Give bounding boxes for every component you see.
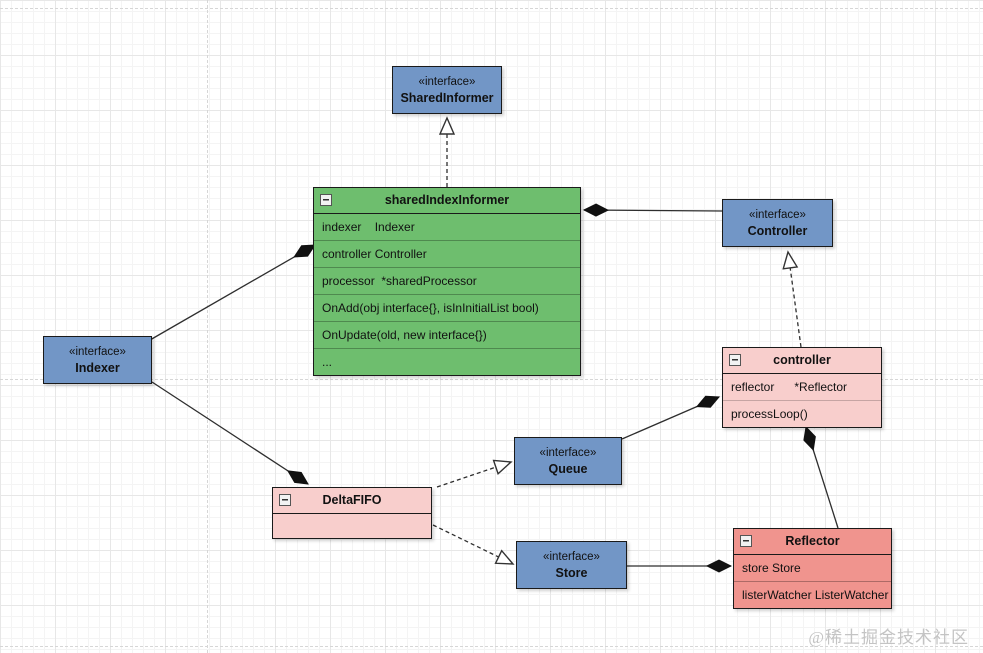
- class-header: controller: [723, 348, 881, 374]
- class-row: OnUpdate(old, new interface{}): [314, 322, 580, 349]
- class-row: store Store: [734, 555, 891, 582]
- class-header: DeltaFIFO: [273, 488, 431, 514]
- interface-name: Indexer: [75, 360, 120, 375]
- juejin-watermark: @稀土掘金技术社区: [808, 628, 969, 647]
- page-break-line: [207, 0, 208, 653]
- edge-sharedindexinformer-composes-indexer: [149, 244, 315, 341]
- node-controller-interface: «interface» Controller: [722, 199, 833, 247]
- class-row: processor *sharedProcessor: [314, 268, 580, 295]
- edge-controller-composes-reflector: [806, 427, 839, 529]
- edge-deltafifo-implements-store: [432, 524, 513, 564]
- class-row: indexer Indexer: [314, 214, 580, 241]
- node-controller-class: controller reflector *Reflector processL…: [722, 347, 882, 428]
- edge-deltafifo-implements-queue: [436, 462, 511, 488]
- class-title: Reflector: [785, 534, 840, 548]
- page-break-line: [0, 8, 983, 9]
- class-title: sharedIndexInformer: [384, 193, 510, 207]
- node-queue-interface: «interface» Queue: [514, 437, 622, 485]
- class-row: reflector *Reflector: [723, 374, 881, 401]
- edge-controller-composes-queue: [621, 397, 719, 440]
- edge-deltafifo-composes-indexer: [151, 381, 308, 484]
- class-header: Reflector: [734, 529, 891, 555]
- edge-controller-implements-controller-interface: [788, 252, 802, 348]
- class-row: OnAdd(obj interface{}, isInInitialList b…: [314, 295, 580, 322]
- stereotype-label: «interface»: [749, 208, 806, 221]
- class-row: controller Controller: [314, 241, 580, 268]
- interface-name: SharedInformer: [400, 90, 494, 105]
- class-row: listerWatcher ListerWatcher: [742, 588, 889, 602]
- collapse-icon: [279, 494, 291, 506]
- stereotype-label: «interface»: [539, 446, 597, 459]
- interface-name: Controller: [747, 223, 808, 238]
- interface-name: Queue: [548, 461, 588, 476]
- page-break-line: [0, 379, 983, 380]
- node-deltafifo-class: DeltaFIFO: [272, 487, 432, 539]
- class-row: processLoop(): [731, 407, 808, 421]
- node-reflector-class: Reflector store Store listerWatcher List…: [733, 528, 892, 609]
- node-sharedinformer-interface: «interface» SharedInformer: [392, 66, 502, 114]
- node-store-interface: «interface» Store: [516, 541, 627, 589]
- class-header: sharedIndexInformer: [314, 188, 580, 214]
- node-indexer-interface: «interface» Indexer: [43, 336, 152, 384]
- class-title: controller: [773, 353, 831, 367]
- collapse-icon: [320, 194, 332, 206]
- interface-name: Store: [555, 565, 588, 580]
- stereotype-label: «interface»: [69, 345, 126, 358]
- class-empty-compartment: [273, 514, 431, 538]
- class-title: DeltaFIFO: [322, 493, 382, 507]
- stereotype-label: «interface»: [543, 550, 600, 563]
- page-break-line: [0, 646, 983, 647]
- collapse-icon: [729, 354, 741, 366]
- class-row: ...: [322, 355, 333, 369]
- stereotype-label: «interface»: [418, 75, 476, 88]
- edge-sharedindexinformer-composes-controller-interface: [584, 210, 723, 211]
- collapse-icon: [740, 535, 752, 547]
- node-sharedindexinformer-class: sharedIndexInformer indexer Indexer cont…: [313, 187, 581, 376]
